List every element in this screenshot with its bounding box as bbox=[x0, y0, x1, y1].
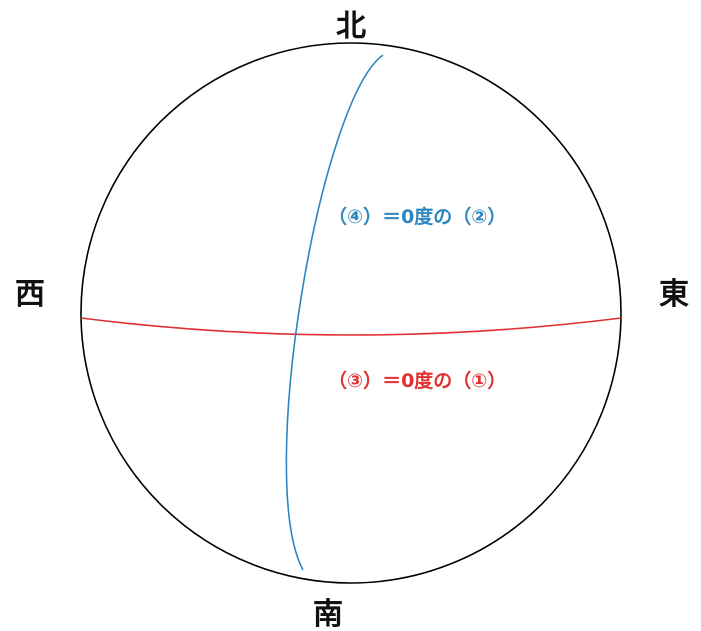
north-label: 北 bbox=[336, 9, 366, 44]
prime-meridian-line bbox=[285, 54, 384, 571]
meridian-label: （④）＝0度の（②） bbox=[328, 205, 506, 228]
sphere-outline bbox=[80, 42, 622, 584]
equator-line bbox=[80, 317, 622, 336]
west-label: 西 bbox=[15, 277, 45, 312]
south-label: 南 bbox=[313, 597, 343, 631]
east-label: 東 bbox=[659, 277, 689, 312]
equator-label: （③）＝0度の（①） bbox=[328, 369, 506, 392]
